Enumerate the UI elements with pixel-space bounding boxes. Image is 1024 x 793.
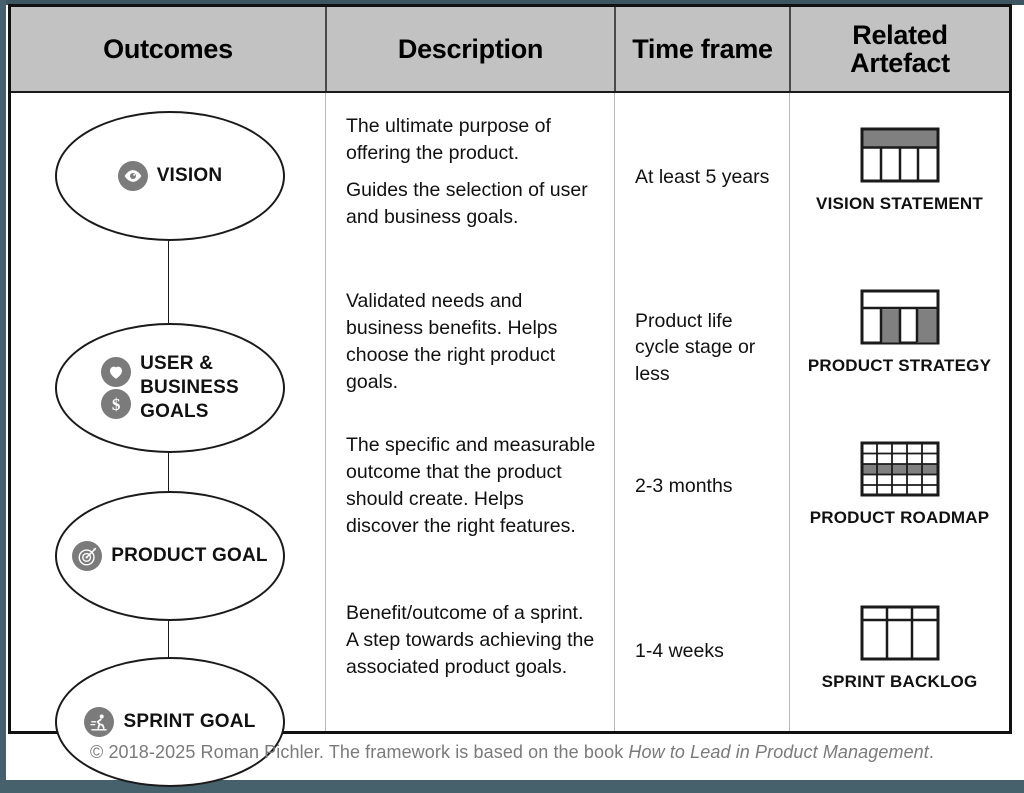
window-frame-left	[0, 0, 6, 785]
dollar-icon: $	[101, 389, 132, 419]
timeframe-cell-vision: At least 5 years	[635, 166, 770, 188]
sprint-backlog-icon	[860, 605, 940, 661]
description-column: The ultimate purpose of offering the pro…	[325, 93, 614, 731]
footer-period: .	[928, 742, 935, 762]
outcome-label-product-goal: PRODUCT GOAL	[111, 545, 268, 567]
outcome-label-user-business-goals: USER & BUSINESS GOALS	[140, 353, 239, 422]
description-paragraph: Validated needs and business benefits. H…	[346, 290, 558, 393]
outcome-node-sprint-goal[interactable]: SPRINT GOAL	[55, 657, 285, 787]
artefact-cell-sprint-backlog[interactable]: SPRINT BACKLOG	[790, 605, 1009, 692]
artefact-cell-vision-statement[interactable]: VISION STATEMENT	[790, 127, 1009, 214]
artefact-label-sprint-backlog: SPRINT BACKLOG	[821, 672, 978, 691]
outcome-node-vision[interactable]: VISION	[55, 111, 285, 241]
eye-icon	[117, 161, 148, 191]
table-header-row: Outcomes Description Time frame Related …	[11, 7, 1009, 93]
description-paragraph: Guides the selection of user and busines…	[346, 178, 588, 228]
product-strategy-icon	[860, 289, 940, 345]
artefact-cell-product-roadmap[interactable]: PRODUCT ROADMAP	[790, 441, 1009, 528]
window-frame-top	[0, 0, 1024, 5]
description-paragraph: The ultimate purpose of offering the pro…	[346, 115, 551, 164]
connector-vision-to-goals	[167, 237, 169, 323]
product-outcomes-framework-table: Outcomes Description Time frame Related …	[8, 4, 1012, 787]
description-paragraph: Benefit/outcome of a sprint. A step towa…	[346, 602, 595, 678]
outcome-label-vision: VISION	[156, 165, 223, 187]
artefact-column: VISION STATEMENT PRODUCT STRATEGY	[789, 93, 1009, 731]
description-paragraph: The specific and measurable outcome that…	[346, 434, 596, 537]
product-roadmap-icon	[860, 441, 940, 497]
heart-icon	[101, 357, 132, 387]
description-cell-sprint-goal: Benefit/outcome of a sprint. A step towa…	[326, 600, 614, 681]
timeframe-cell-product-goal: 2-3 months	[635, 475, 733, 497]
table-body: VISION $	[11, 93, 1009, 787]
description-cell-vision: The ultimate purpose of offering the pro…	[326, 113, 614, 231]
column-header-description: Description	[325, 7, 614, 91]
timeframe-cell-sprint-goal: 1-4 weeks	[635, 640, 724, 662]
sprint-icon	[84, 707, 115, 737]
footer-book-title: How to Lead in Product Management	[628, 742, 929, 762]
description-cell-product-goal: The specific and measurable outcome that…	[326, 432, 614, 540]
window-frame-bottom	[0, 780, 1024, 793]
footer-attribution: © 2018-2025 Roman Pichler. The framework…	[0, 742, 1024, 763]
vision-statement-icon	[860, 127, 940, 183]
artefact-label-product-strategy: PRODUCT STRATEGY	[807, 356, 992, 375]
outcomes-column: VISION $	[11, 93, 325, 787]
outcome-node-product-goal[interactable]: PRODUCT GOAL	[55, 491, 285, 621]
outcome-node-user-business-goals[interactable]: $ USER & BUSINESS GOALS	[55, 323, 285, 453]
outcome-label-sprint-goal: SPRINT GOAL	[123, 711, 256, 733]
description-cell-user-business-goals: Validated needs and business benefits. H…	[326, 288, 614, 396]
artefact-label-vision-statement: VISION STATEMENT	[816, 194, 983, 213]
column-header-artefact: Related Artefact	[789, 7, 1009, 91]
column-header-outcomes: Outcomes	[103, 33, 233, 64]
artefact-label-product-roadmap: PRODUCT ROADMAP	[809, 508, 990, 527]
timeframe-cell-user-business-goals: Product life cycle stage or less	[635, 310, 756, 385]
column-header-timeframe: Time frame	[614, 7, 789, 91]
target-icon	[72, 541, 103, 571]
timeframe-column: At least 5 years Product life cycle stag…	[614, 93, 789, 731]
outcome-chain: VISION $	[11, 93, 325, 787]
artefact-cell-product-strategy[interactable]: PRODUCT STRATEGY	[790, 289, 1009, 376]
footer-copyright-text: © 2018-2025 Roman Pichler. The framework…	[89, 742, 629, 762]
